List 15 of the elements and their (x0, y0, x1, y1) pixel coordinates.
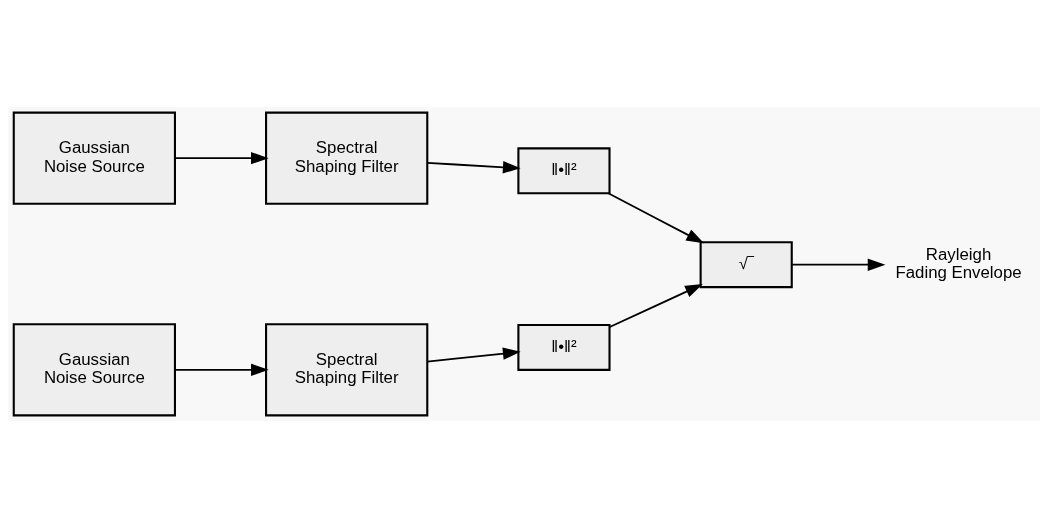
node-box: Gaussian Noise Source (12, 111, 176, 205)
node-box: Gaussian Noise Source (12, 322, 176, 416)
arrow (791, 258, 886, 271)
arrow (174, 151, 269, 164)
node-box: Spectral Shaping Filter (265, 111, 429, 205)
arrow (608, 283, 703, 328)
node-box: ‖•‖² (517, 146, 611, 194)
node-text: Rayleigh Fading Envelope (895, 244, 1022, 282)
node-box: √‾ (699, 240, 793, 288)
node-box: Spectral Shaping Filter (265, 322, 429, 416)
arrow (426, 160, 521, 173)
arrow (607, 191, 704, 243)
arrow (174, 363, 269, 376)
node-box: ‖•‖² (517, 323, 611, 371)
arrow (426, 346, 521, 362)
